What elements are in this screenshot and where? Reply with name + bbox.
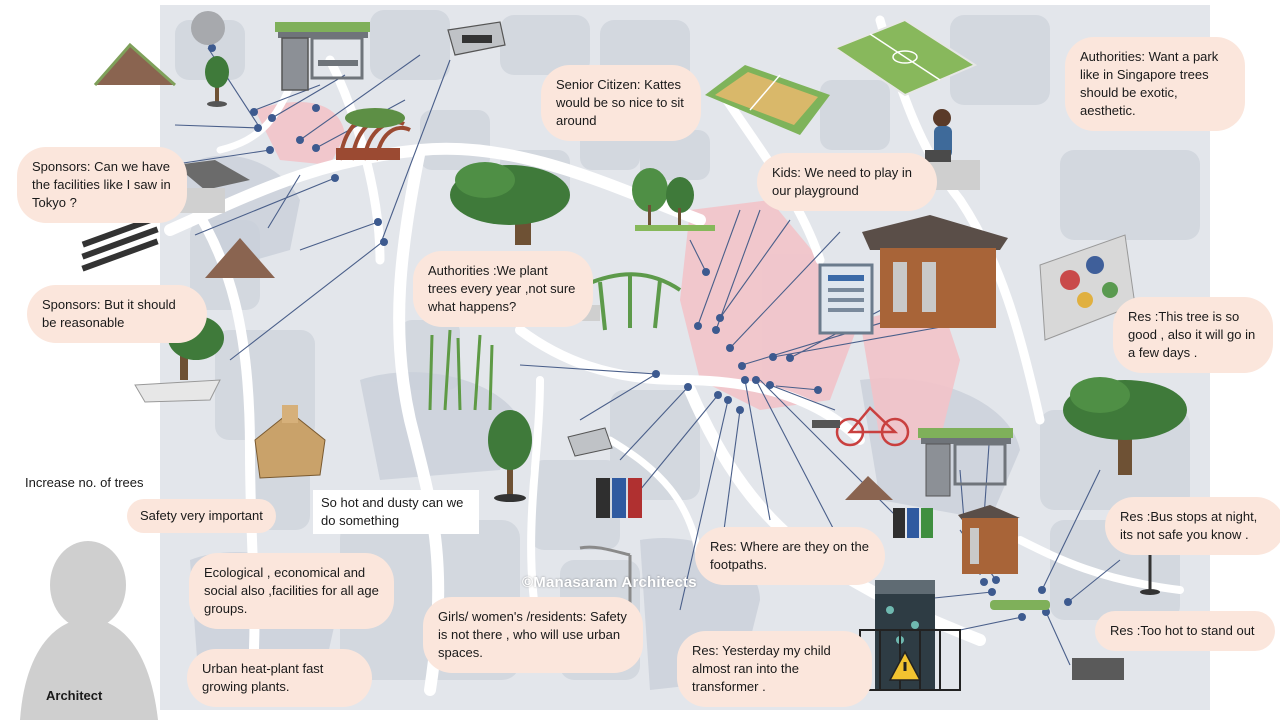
note-res-transformer: Res: Yesterday my child almost ran into … xyxy=(680,634,869,704)
bicycle-icon xyxy=(835,406,910,447)
pergola-icon xyxy=(584,272,682,331)
note-res-footpaths: Res: Where are they on the footpaths. xyxy=(698,530,882,582)
tree-icon xyxy=(450,162,570,245)
watermark: ©Manasaram Architects xyxy=(522,574,697,591)
sports-field-icon xyxy=(832,18,978,97)
soil-mound-icon xyxy=(845,476,893,500)
note-res-bus-stops: Res :Bus stops at night, its not safe yo… xyxy=(1108,500,1280,552)
drain-cover-icon xyxy=(1072,658,1124,680)
note-sponsors-tokyo: Sponsors: Can we have the facilities lik… xyxy=(20,150,184,220)
note-increase-trees: Increase no. of trees xyxy=(25,475,144,490)
soil-mound-grass xyxy=(93,42,176,87)
graffiti-wall-icon xyxy=(1039,234,1136,341)
bus-shelter-icon xyxy=(918,428,1013,497)
stall-icon xyxy=(175,160,250,213)
tennis-court-icon xyxy=(705,65,830,135)
note-safety-important: Safety very important xyxy=(130,502,273,530)
soil-mound-icon xyxy=(95,45,175,85)
planter-icon xyxy=(990,600,1050,610)
sign-icon xyxy=(191,11,225,45)
tree-icon xyxy=(1063,377,1187,475)
connector-dots xyxy=(208,44,1072,621)
zebra-crossing xyxy=(81,214,159,272)
tree-icon xyxy=(632,168,715,231)
bench-icon xyxy=(812,420,840,428)
note-ecological: Ecological , economical and social also … xyxy=(192,556,391,626)
bamboo-icon xyxy=(428,329,494,411)
note-senior-citizen: Senior Citizen: Kattes would be so nice … xyxy=(544,68,698,138)
toilet-block-icon xyxy=(958,505,1020,574)
pergola-foliage xyxy=(345,108,405,128)
bus-shelter-icon xyxy=(275,22,370,91)
note-authorities-park: Authorities: Want a park like in Singapo… xyxy=(1068,40,1242,128)
soil-mound-icon xyxy=(205,238,275,278)
note-authorities-plant: Authorities :We plant trees every year ,… xyxy=(416,254,590,324)
architect-silhouette-icon xyxy=(20,541,158,720)
tree-icon xyxy=(488,410,532,502)
info-board-icon xyxy=(818,263,874,335)
note-res-tree: Res :This tree is so good , also it will… xyxy=(1116,300,1270,370)
note-girls-women: Girls/ women's /residents: Safety is not… xyxy=(426,600,640,670)
toilet-block-icon xyxy=(862,215,1008,328)
note-urban-heat: Urban heat-plant fast growing plants. xyxy=(190,652,369,704)
streetlight-icon xyxy=(1140,545,1160,595)
bins-icon xyxy=(893,508,933,538)
bins-icon xyxy=(596,478,642,518)
warning-icon xyxy=(888,650,922,681)
note-sponsors-reasonable: Sponsors: But it should be reasonable xyxy=(30,288,204,340)
bench-icon xyxy=(567,427,613,457)
note-hot-dusty: So hot and dusty can we do something xyxy=(313,490,479,534)
fountain-icon xyxy=(254,405,326,479)
bench-icon xyxy=(447,21,506,56)
tree-icon xyxy=(205,56,229,107)
note-res-too-hot: Res :Too hot to stand out xyxy=(1098,614,1272,648)
note-kids: Kids: We need to play in our playground xyxy=(760,156,934,208)
architect-label: Architect xyxy=(46,688,103,703)
connector-lines xyxy=(169,47,1121,666)
